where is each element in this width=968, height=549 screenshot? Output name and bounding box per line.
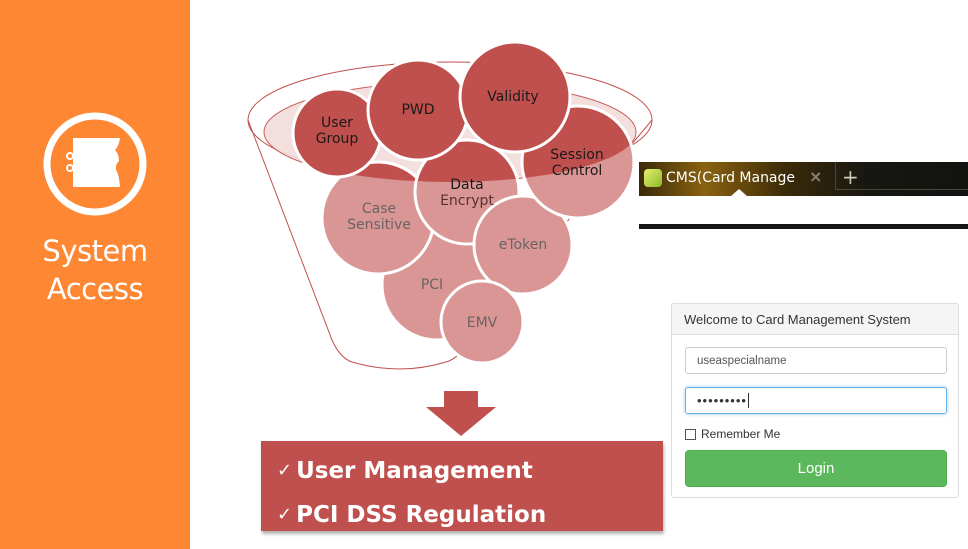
remember-me-row[interactable]: Remember Me — [685, 427, 780, 441]
label-pwd: PWD — [401, 102, 434, 118]
label-user-group-2: Group — [316, 131, 359, 147]
label-etoken: eToken — [499, 237, 547, 253]
result-item-user-management: ✓ User Management — [277, 449, 663, 493]
down-arrow-icon — [426, 391, 496, 436]
password-mask: ••••••••• — [697, 393, 747, 408]
label-emv: EMV — [467, 315, 498, 331]
label-session-control-1: Session — [550, 147, 603, 163]
result-box: ✓ User Management ✓ PCI DSS Regulation — [261, 441, 663, 531]
tab-separator — [835, 162, 836, 190]
active-tab-caret-icon — [731, 189, 747, 196]
label-pci: PCI — [421, 277, 443, 293]
result-label: User Management — [296, 458, 533, 484]
browser-tab-bar: CMS(Card Manage × + — [639, 162, 968, 196]
password-input[interactable]: •••••••••​ — [685, 387, 947, 414]
label-user-group-1: User — [321, 115, 353, 131]
label-validity: Validity — [487, 89, 538, 105]
username-input[interactable] — [685, 347, 947, 374]
tab-underline — [836, 189, 968, 190]
section-title: System Access — [0, 232, 190, 308]
circle-etoken — [472, 194, 574, 296]
check-icon: ✓ — [277, 504, 293, 525]
label-data-encrypt-2: Encrypt — [440, 193, 494, 209]
label-data-encrypt-1: Data — [450, 177, 483, 193]
circle-emv — [439, 279, 525, 365]
tab-favicon-icon — [644, 169, 662, 187]
section-title-line2: Access — [46, 272, 144, 306]
label-case-sensitive-2: Sensitive — [347, 217, 411, 233]
remember-me-label[interactable]: Remember Me — [701, 427, 781, 441]
login-button[interactable]: Login — [685, 450, 947, 487]
label-session-control-2: Control — [552, 163, 603, 179]
label-case-sensitive-1: Case — [362, 201, 396, 217]
close-tab-icon[interactable]: × — [809, 167, 823, 186]
check-icon: ✓ — [277, 460, 293, 481]
funnel-diagram: User Group PWD Validity Session Control … — [240, 40, 660, 440]
notebook-icon — [43, 112, 147, 216]
result-item-pci-dss: ✓ PCI DSS Regulation — [277, 493, 663, 537]
remember-me-checkbox[interactable] — [685, 428, 696, 440]
result-label: PCI DSS Regulation — [296, 502, 547, 528]
text-cursor: ​ — [747, 393, 749, 408]
top-circles — [291, 40, 572, 179]
section-title-line1: System — [42, 234, 148, 268]
browser-tab[interactable]: CMS(Card Manage — [666, 170, 796, 186]
circle-labels: User Group PWD Validity Session Control … — [316, 89, 604, 331]
circle-validity — [458, 40, 572, 154]
new-tab-button[interactable]: + — [842, 165, 859, 189]
login-heading: Welcome to Card Management System — [672, 304, 958, 335]
login-panel: Welcome to Card Management System ••••••… — [671, 303, 959, 498]
sidebar-panel: System Access — [0, 0, 190, 549]
browser-toolbar-edge — [639, 224, 968, 229]
